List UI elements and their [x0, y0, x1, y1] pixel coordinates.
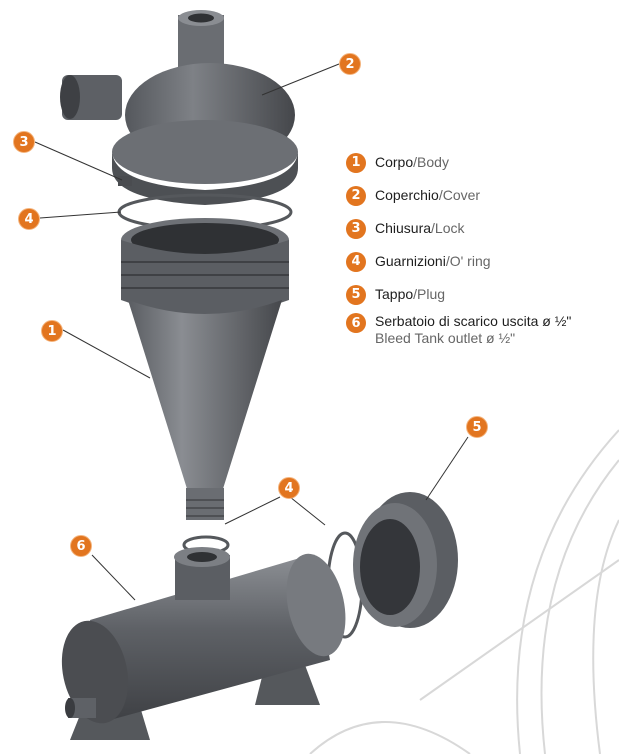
legend-badge: 5	[346, 284, 366, 305]
legend-badge: 4	[346, 251, 366, 272]
legend-label-it: Tappo	[375, 286, 414, 302]
callout-body: 1	[41, 320, 63, 342]
body-part	[121, 218, 289, 520]
legend-label-en: Body	[417, 154, 449, 170]
tank-part	[61, 547, 346, 740]
legend-item: 4 Guarnizioni/O' ring	[346, 245, 614, 278]
plug-part	[353, 492, 458, 628]
legend-label-en: O' ring	[449, 253, 491, 269]
callout-tank: 6	[70, 535, 92, 557]
leader-lines	[34, 63, 469, 601]
legend-badge: 1	[346, 152, 366, 173]
parts-legend: 1 Corpo/Body 2 Coperchio/Cover 3 Chiusur…	[346, 146, 614, 359]
cover-part	[60, 10, 298, 205]
legend-item: 2 Coperchio/Cover	[346, 179, 614, 212]
legend-item: 3 Chiusura/Lock	[346, 212, 614, 245]
legend-label-it: Serbatoio di scarico uscita ø ½"	[375, 313, 572, 329]
legend-badge: 3	[346, 218, 366, 239]
callout-oring-bottom: 4	[278, 477, 300, 499]
lock-part	[118, 176, 132, 186]
callout-cover: 2	[339, 53, 361, 75]
legend-item: 1 Corpo/Body	[346, 146, 614, 179]
legend-item: 5 Tappo/Plug	[346, 278, 614, 311]
callout-plug: 5	[466, 416, 488, 438]
legend-label-it: Corpo	[375, 154, 414, 170]
legend-item: 6 Serbatoio di scarico uscita ø ½"Bleed …	[346, 311, 614, 359]
callout-oring-top: 4	[18, 208, 40, 230]
background-arcs	[309, 429, 619, 754]
legend-label-en: Plug	[417, 286, 446, 302]
legend-badge: 2	[346, 185, 366, 206]
legend-label-en: Lock	[434, 220, 465, 236]
legend-label-it: Coperchio	[375, 187, 439, 203]
legend-label-it: Guarnizioni	[375, 253, 446, 269]
legend-label-en: Cover	[442, 187, 481, 203]
legend-badge: 6	[346, 313, 366, 333]
legend-label-it: Chiusura	[375, 220, 432, 236]
callout-lock: 3	[13, 131, 35, 153]
legend-label-en: Bleed Tank outlet ø ½"	[375, 330, 516, 346]
